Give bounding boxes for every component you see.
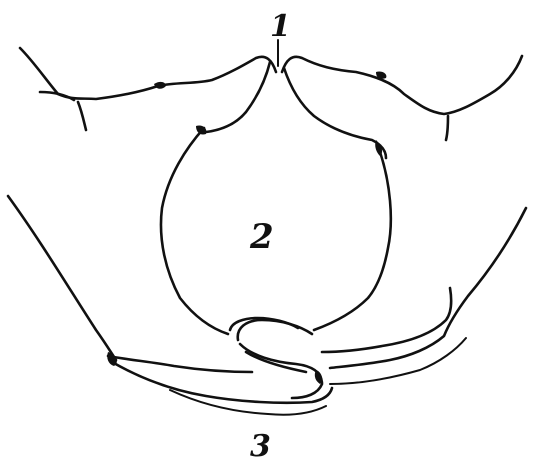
right-lower-palm-inner [322, 288, 451, 352]
left-upper-knuckle-line [40, 92, 74, 100]
center-opening-blot-left [196, 125, 206, 134]
left-lower-blot [107, 352, 117, 366]
right-upper-outline [282, 56, 522, 114]
thumb-left-tip [238, 320, 312, 340]
left-upper-outline [20, 48, 276, 99]
label-bottom: 3 [250, 429, 271, 464]
left-lower-palm [8, 196, 116, 360]
center-opening-right [314, 152, 391, 330]
left-inner-finger [206, 62, 270, 132]
thumb-blot [315, 370, 322, 384]
label-top: 1 [270, 9, 291, 44]
left-upper-crease [78, 102, 86, 130]
center-opening-blot-right [375, 140, 382, 156]
left-lower-palm-edge [108, 356, 252, 372]
right-lower-palm-fold [330, 338, 466, 384]
right-inner-finger [284, 68, 386, 158]
label-center: 2 [249, 217, 274, 257]
right-upper-crease [446, 116, 448, 140]
right-lower-palm [330, 208, 526, 368]
center-opening-left [161, 128, 228, 334]
